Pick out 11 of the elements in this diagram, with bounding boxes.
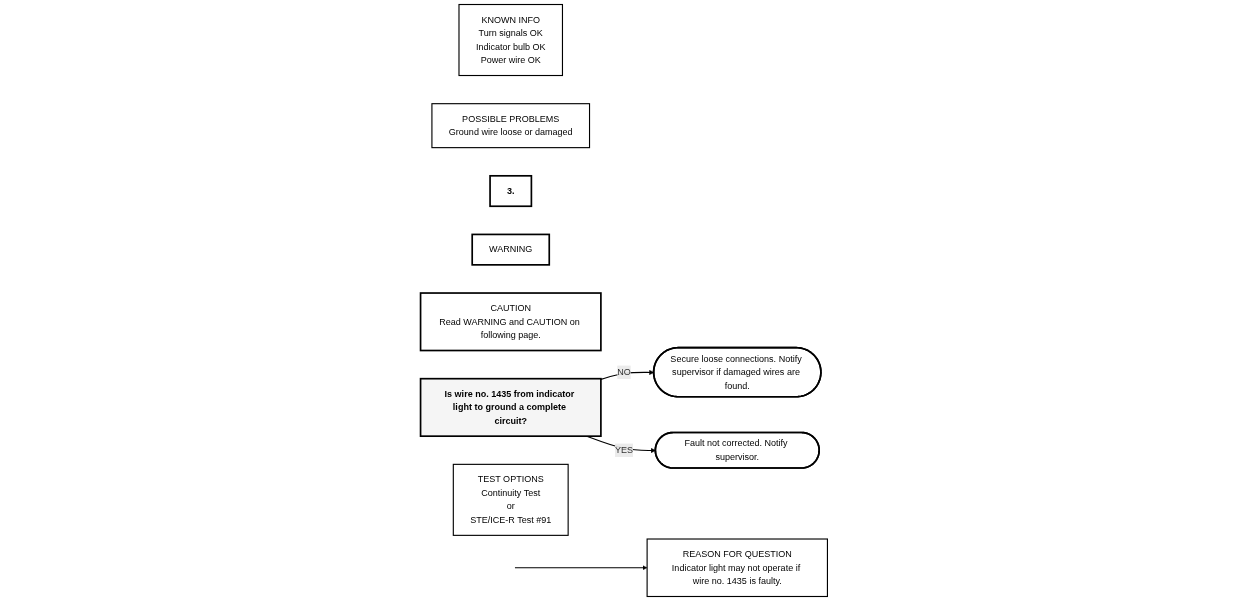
edge-label: YES bbox=[614, 445, 634, 455]
edge-label: NO bbox=[617, 367, 631, 377]
node-box: POSSIBLE PROBLEMS Ground wire loose or damaged bbox=[431, 103, 591, 149]
node-box: 3. bbox=[489, 174, 533, 208]
node-box: REASON FOR QUESTION Indicator light may not operate if wire no. 1435 is faulty. bbox=[646, 538, 828, 598]
node-box: WARNING bbox=[471, 233, 551, 266]
node-box: CAUTION Read WARNING and CAUTION on following page. bbox=[419, 292, 602, 352]
arrow bbox=[514, 565, 648, 571]
node-box: TEST OPTIONS Continuity Test or STE/ICE-R Test #91 bbox=[452, 463, 569, 536]
node-box: Is wire no. 1435 from indicator light to ground a complete circuit? bbox=[419, 377, 602, 437]
node-box: KNOWN INFO Turn signals OK Indicator bulb OK Power wire OK bbox=[458, 3, 564, 77]
